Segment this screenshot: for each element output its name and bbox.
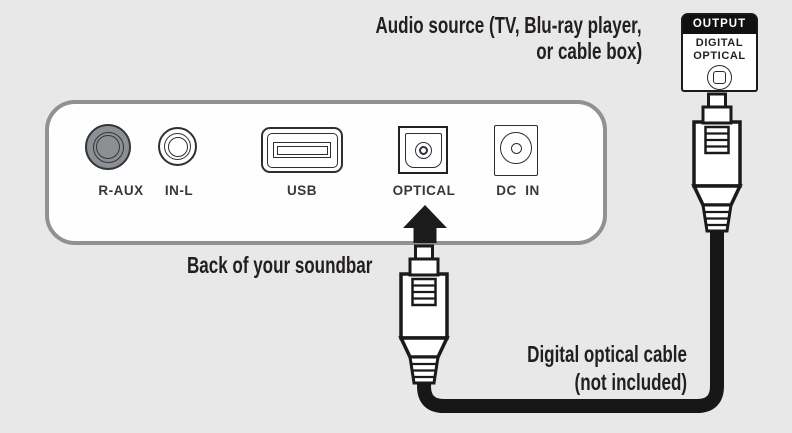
optical-port-icon (398, 126, 448, 174)
usb-port-icon (261, 127, 343, 173)
port-label-optical: OPTICAL (392, 183, 456, 198)
cable-caption-line2-text: (not included) (574, 369, 687, 395)
digital-label-line: DIGITAL (695, 37, 744, 49)
r-aux-ring (92, 131, 124, 163)
dc-in-dot (510, 142, 522, 154)
optical-port-dot (418, 145, 428, 155)
dc-in-ring (500, 132, 532, 164)
audio-source-line1-text: Audio source (TV, Blu-ray player, (375, 12, 642, 38)
audio-source-line1: Audio source (TV, Blu-ray player, (282, 12, 642, 38)
cable-caption-line2: (not included) (471, 368, 687, 396)
optical-output-square (713, 71, 726, 84)
r-aux-center (96, 135, 120, 159)
cable-caption: Digital optical cable (not included) (471, 340, 687, 396)
output-port-box: OUTPUT DIGITAL OPTICAL (681, 13, 758, 92)
audio-source-line2-text: or cable box) (536, 38, 642, 64)
optical-port-shell (404, 132, 442, 168)
optical-port-ring (414, 141, 432, 159)
optical-output-icon (707, 65, 732, 90)
digital-optical-label: DIGITAL OPTICAL (683, 37, 756, 62)
cable-caption-line1: Digital optical cable (471, 340, 687, 368)
optical-label-line: OPTICAL (693, 49, 746, 62)
in-l-port-icon (158, 127, 197, 166)
audio-source-label: Audio source (TV, Blu-ray player, or cab… (282, 12, 642, 64)
port-label-r-aux: R-AUX (98, 183, 144, 198)
dc-in-port-icon (494, 125, 538, 176)
audio-source-line2: or cable box) (282, 38, 642, 64)
usb-port-shell (266, 132, 338, 168)
soundbar-caption-text: Back of your soundbar (187, 252, 373, 278)
r-aux-port-icon (85, 124, 131, 170)
in-l-center (167, 136, 188, 157)
cable-caption-line1-text: Digital optical cable (527, 341, 687, 367)
soundbar-caption: Back of your soundbar (187, 252, 437, 278)
port-label-in-l: IN-L (164, 183, 194, 198)
port-label-dc-in: DC IN (496, 183, 540, 198)
usb-port-slot-inner (276, 145, 328, 155)
port-label-usb: USB (286, 183, 318, 198)
optical-connector-source-end (692, 92, 742, 233)
in-l-ring (164, 133, 191, 160)
usb-port-slot (273, 142, 331, 158)
output-header: OUTPUT (683, 15, 756, 34)
